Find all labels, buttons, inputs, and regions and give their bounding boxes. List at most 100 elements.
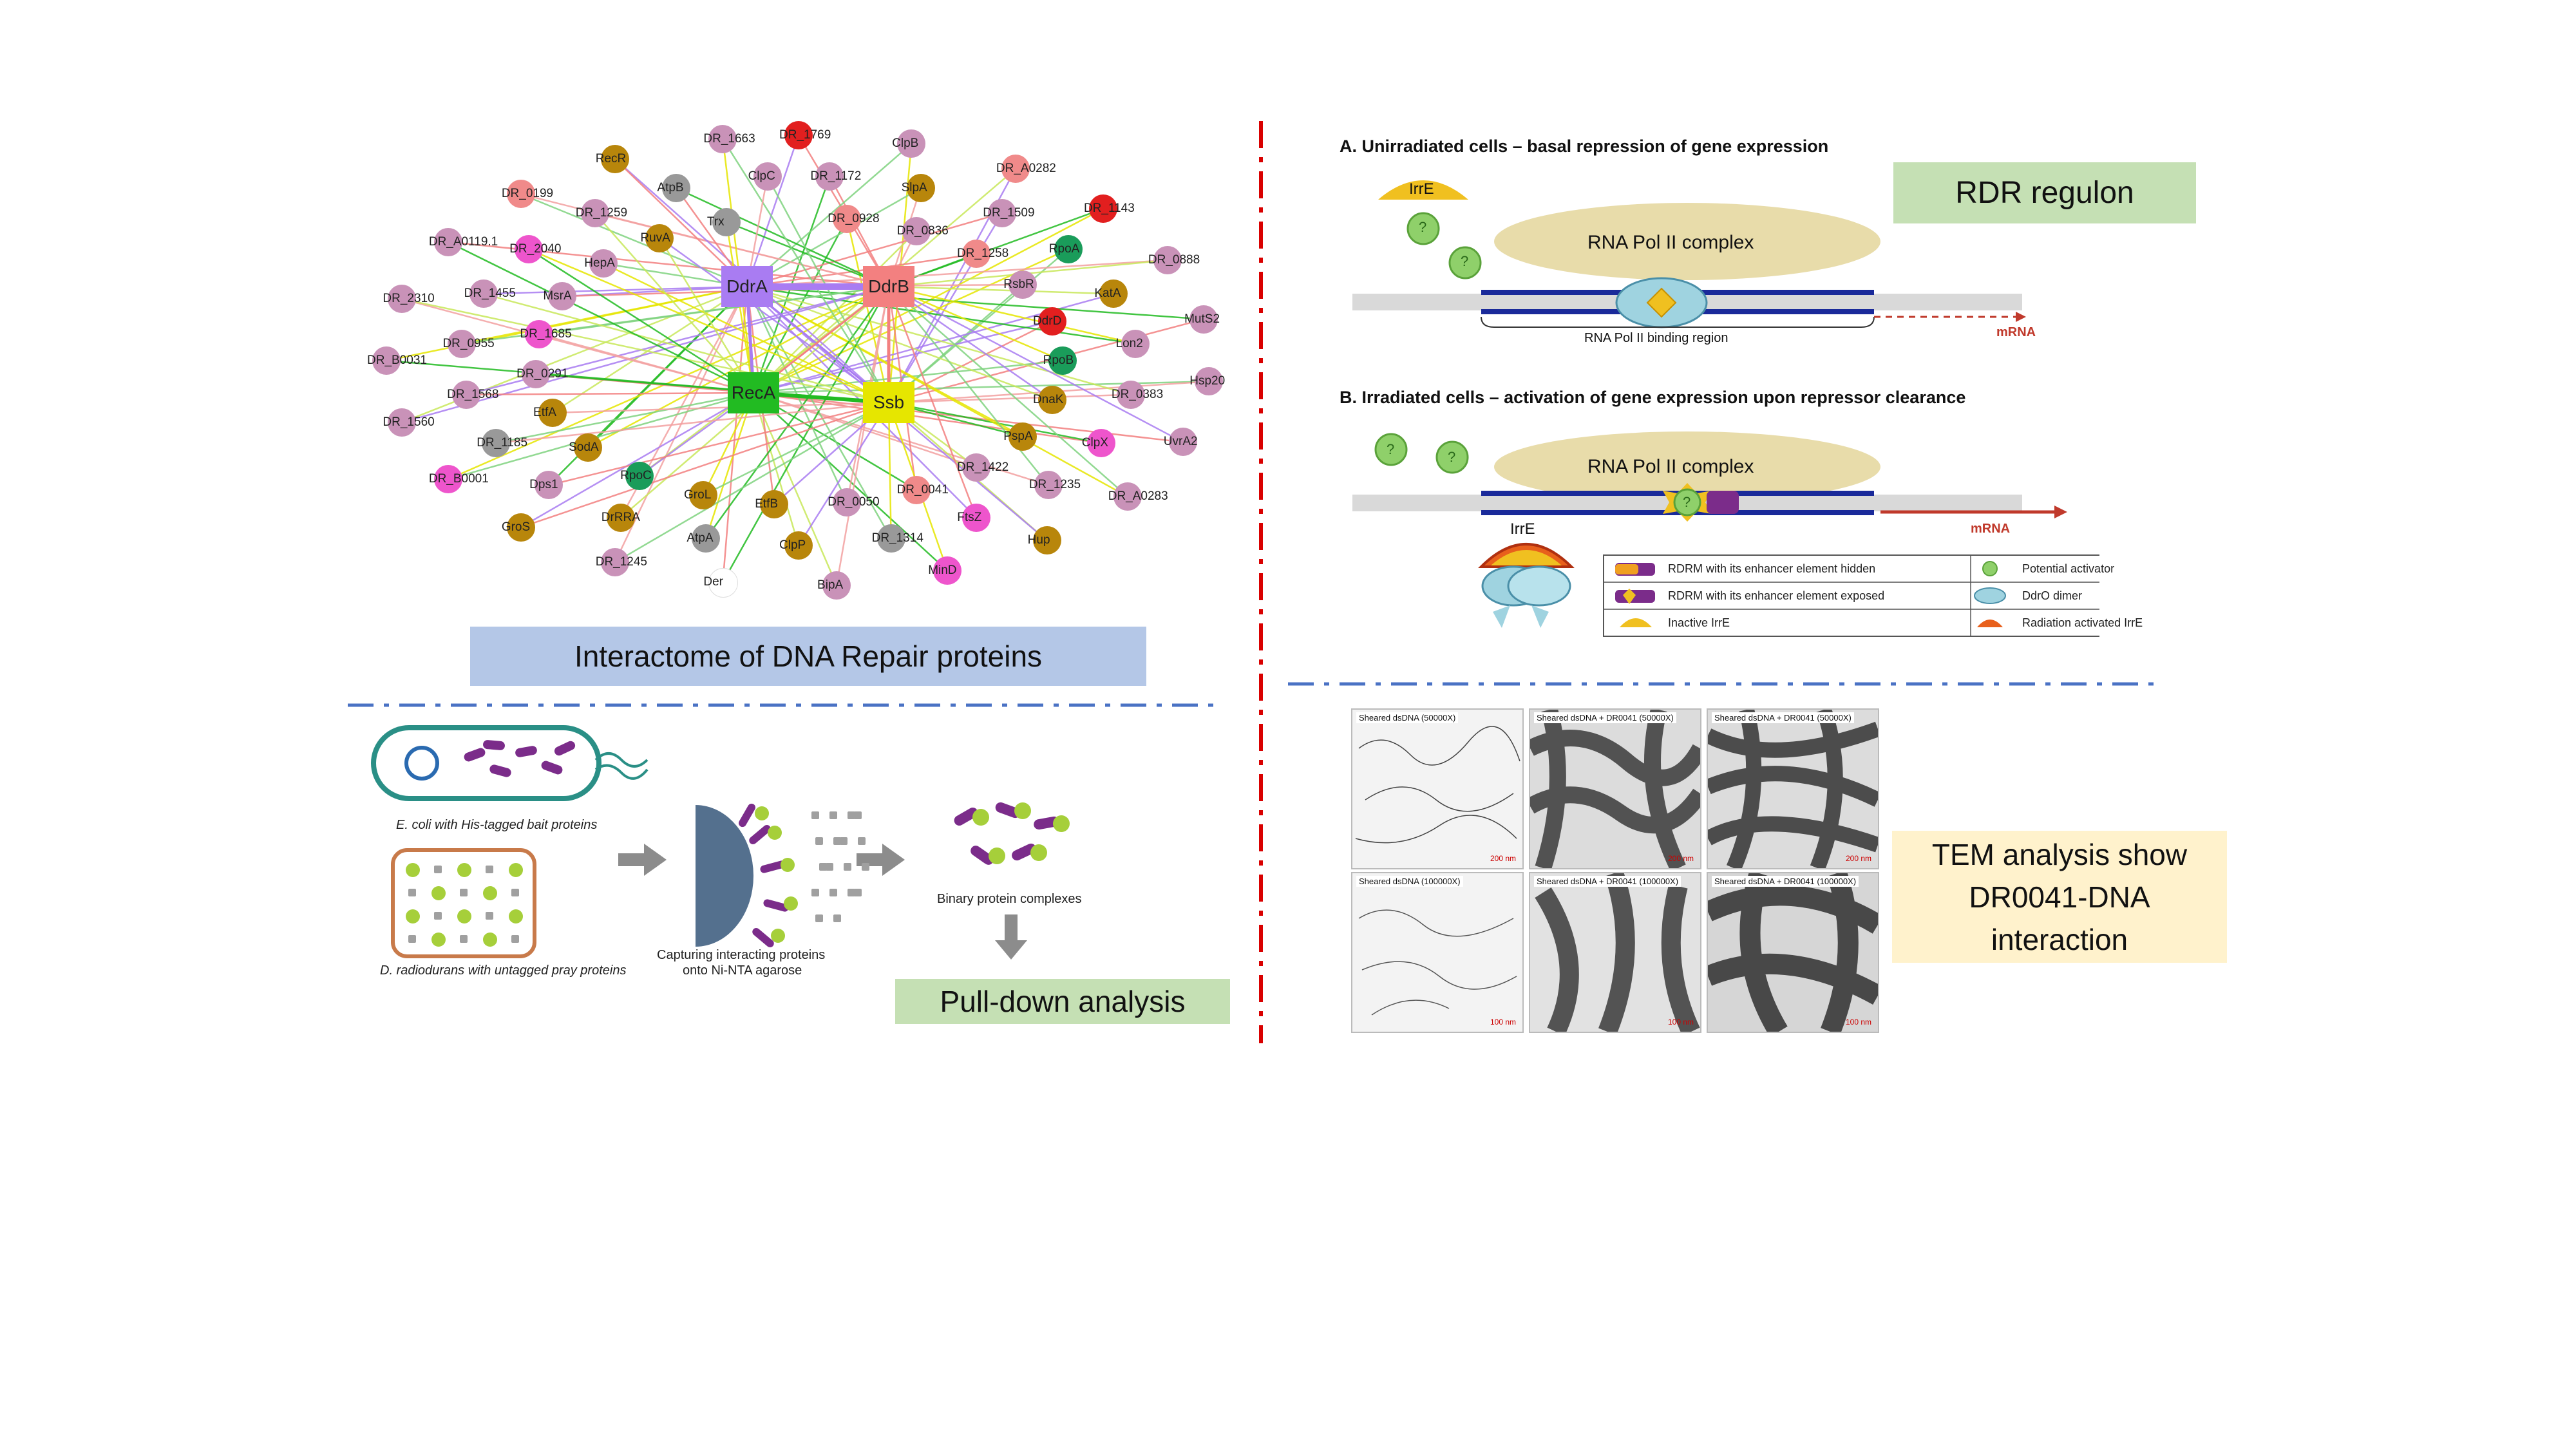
network-node-label: DR_B0031 [367,354,427,367]
network-node [1086,428,1115,457]
bound-prey [784,896,798,911]
network-node-label: FtsZ [957,511,982,524]
network-node-label: DR_0383 [1111,387,1164,401]
interactome-caption: Interactome of DNA Repair proteins [470,627,1146,686]
panel-a-title: A. Unirradiated cells – basal repression… [1340,137,1829,156]
drad-caption: D. radiodurans with untagged pray protei… [380,963,627,978]
network-node [1001,155,1030,184]
network-node [506,180,535,209]
network-node [784,121,813,149]
network-node-label: Der [703,575,724,589]
network-edge [746,285,1132,395]
network-node [1088,194,1117,223]
network-edge [746,285,1053,401]
network-node-label: AtpB [657,181,684,195]
qmark-b1: ? [1387,441,1395,457]
network-node [753,162,782,191]
network-node-label: DR_1235 [1028,478,1081,492]
network-node-label: Hup [1027,533,1050,547]
cell-debris [460,889,468,896]
tem-title: Sheared dsDNA (100000X) [1356,876,1463,887]
network-node [961,453,990,482]
network-node-label: DR_1185 [477,435,528,450]
network-node [600,548,629,577]
network-edge [659,237,755,393]
network-node [1168,428,1197,457]
network-node [522,359,551,388]
network-edge [752,392,838,586]
network-node-label: RuvA [640,231,670,245]
tem-badge: TEM analysis show DR0041-DNA interaction [1892,831,2227,963]
network-node [469,279,498,308]
network-node [388,285,417,314]
network-node [833,488,862,517]
network-node-label: Lon2 [1115,336,1143,350]
network-edge [887,402,892,539]
network-node-label: DR_0199 [501,187,554,201]
network-node [1054,235,1083,264]
network-edge [448,392,754,480]
network-edge [746,135,800,287]
bound-prey [771,929,785,943]
cell-debris [434,912,442,920]
wash-debris [833,914,841,922]
pulldown-badge: Pull-down analysis [895,979,1230,1024]
network-node [708,568,739,598]
network-node [580,198,609,227]
network-node-label: DR_B0001 [428,472,489,486]
cell-debris [486,866,493,873]
network-node-label: DR_A0119.1 [428,234,498,249]
bait-protein [488,763,513,779]
network-node [689,480,718,509]
prey-protein [431,886,446,900]
network-node-label: DR_1259 [575,205,628,220]
prey-protein [509,909,523,923]
capture-caption-2: onto Ni-NTA agarose [683,963,802,978]
cell-debris [408,889,416,896]
network-edge [753,231,917,393]
network-node [388,408,417,437]
network-edge [725,222,755,393]
network-node-label: DR_1314 [871,531,923,545]
network-edge [722,286,890,583]
network-node-label: Dps1 [529,478,558,492]
network-edge [448,241,754,394]
network-node [548,282,577,311]
network-edge [888,285,1135,345]
pol-complex-b: RNA Pol II complex [1587,456,1754,477]
network-node-label: Hsp20 [1189,374,1226,388]
pulldown-proteins [361,715,1249,1043]
network-edge [676,187,889,288]
tem-scale: 100 nm [1667,1018,1694,1027]
network-node-label: DR_0928 [828,211,880,225]
wash-debris [848,889,855,896]
complex-prey [972,809,989,826]
wash-debris [833,837,841,845]
prey-protein [457,863,471,877]
network-node-label: GroL [684,488,712,502]
tem-panel: Sheared dsDNA + DR0041 (50000X) 200 nm [1707,708,1879,869]
network-node-label: DR_0041 [896,482,949,497]
wash-debris [815,914,823,922]
tem-badge-line-2: DR0041-DNA [1969,880,2150,914]
rdr-regulon-badge-text: RDR regulon [1955,176,2134,210]
complex-prey [989,848,1005,864]
panel-b-title: B. Irradiated cells – activation of gene… [1340,388,1966,407]
network-node-label: ClpP [779,538,806,552]
tem-scale: 200 nm [1845,854,1871,863]
network-node [784,531,813,560]
network-node [712,207,741,236]
network-node-label: DrRRA [601,511,640,524]
network-edge [888,286,1128,497]
network-edge [448,285,889,480]
pulldown-graphic [371,725,1027,960]
network-node-label: DR_1560 [383,415,435,429]
network-edge [753,320,1053,394]
network-edge [520,193,748,288]
complexes-caption: Binary protein complexes [937,892,1082,906]
network-node-label: RpoC [620,468,652,482]
network-node-label: DR_1143 [1083,202,1135,216]
tem-scale: 200 nm [1490,854,1516,863]
network-node [433,227,462,256]
network-edge [496,401,889,444]
